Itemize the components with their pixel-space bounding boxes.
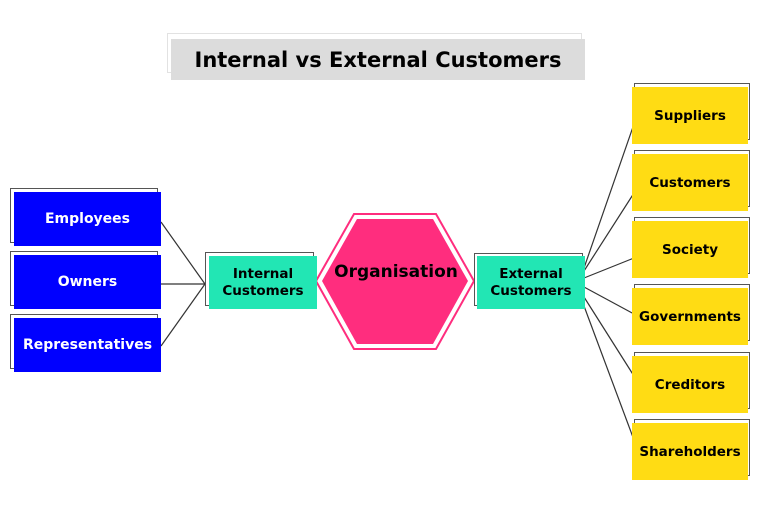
node-employees[interactable]: Employees <box>14 192 161 246</box>
node-society[interactable]: Society <box>632 221 748 278</box>
link-governments <box>583 286 635 315</box>
link-shareholders <box>583 305 635 441</box>
node-internal-customers[interactable]: Internal Customers <box>209 256 317 309</box>
organisation-label: Organisation <box>334 262 458 282</box>
internal-customers-label-line1: Internal <box>232 265 294 282</box>
link-customers <box>583 192 635 272</box>
external-customers-label-line2: Customers <box>490 282 572 299</box>
link-suppliers <box>583 123 635 269</box>
link-creditors <box>583 296 635 377</box>
link-representatives <box>160 283 206 347</box>
link-employees <box>160 221 206 285</box>
organisation-hexagon[interactable] <box>322 219 468 344</box>
node-customers[interactable]: Customers <box>632 154 748 211</box>
node-owners[interactable]: Owners <box>14 255 161 309</box>
node-creditors[interactable]: Creditors <box>632 356 748 413</box>
external-customers-label-line1: External <box>499 265 563 282</box>
page-title: Internal vs External Customers <box>171 39 585 80</box>
internal-customers-label-line2: Customers <box>222 282 304 299</box>
node-governments[interactable]: Governments <box>632 288 748 345</box>
node-shareholders[interactable]: Shareholders <box>632 423 748 480</box>
node-suppliers[interactable]: Suppliers <box>632 87 748 144</box>
node-external-customers[interactable]: External Customers <box>477 256 585 309</box>
node-representatives[interactable]: Representatives <box>14 318 161 372</box>
link-society <box>583 257 635 279</box>
